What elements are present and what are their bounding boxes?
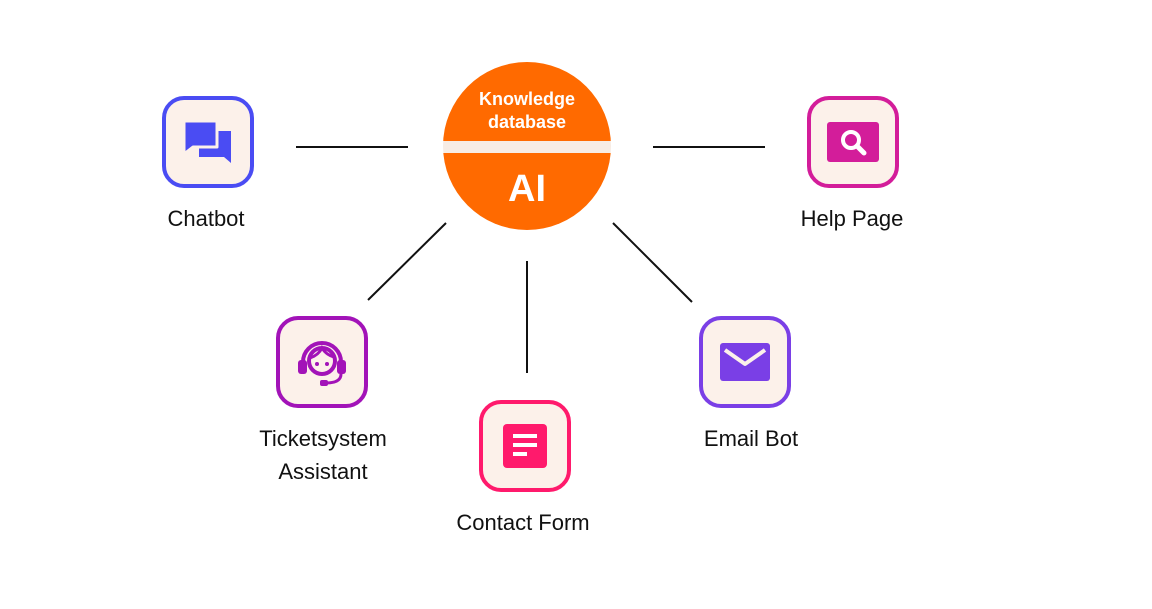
email-bot-tile: [699, 316, 791, 408]
form-document-icon: [503, 424, 547, 468]
chatbot-tile: [162, 96, 254, 188]
connector-email-bot: [612, 222, 693, 303]
contact-form-label: Contact Form: [456, 510, 590, 535]
ticketsystem-tile: [276, 316, 368, 408]
envelope-icon: [720, 343, 770, 381]
support-agent-icon: [298, 341, 346, 386]
search-icon: [827, 122, 879, 162]
hub-bottom-half: [443, 153, 611, 230]
ai-knowledge-hub: Knowledge database AI: [443, 62, 611, 230]
connector-ticketsystem: [367, 222, 447, 301]
knowledge-database-label: Knowledge database: [478, 89, 575, 132]
ai-label: AI: [508, 168, 546, 210]
help-page-label: Help Page: [800, 206, 904, 231]
chatbot-label: Chatbot: [167, 206, 245, 231]
ticketsystem-label: Ticketsystem Assistant: [259, 426, 387, 484]
contact-form-tile: [479, 400, 571, 492]
hub-top-half: [443, 62, 611, 141]
chat-bubbles-icon: [182, 119, 231, 163]
help-page-tile: [807, 96, 899, 188]
email-bot-label: Email Bot: [703, 426, 799, 451]
hub-divider: [443, 141, 611, 153]
